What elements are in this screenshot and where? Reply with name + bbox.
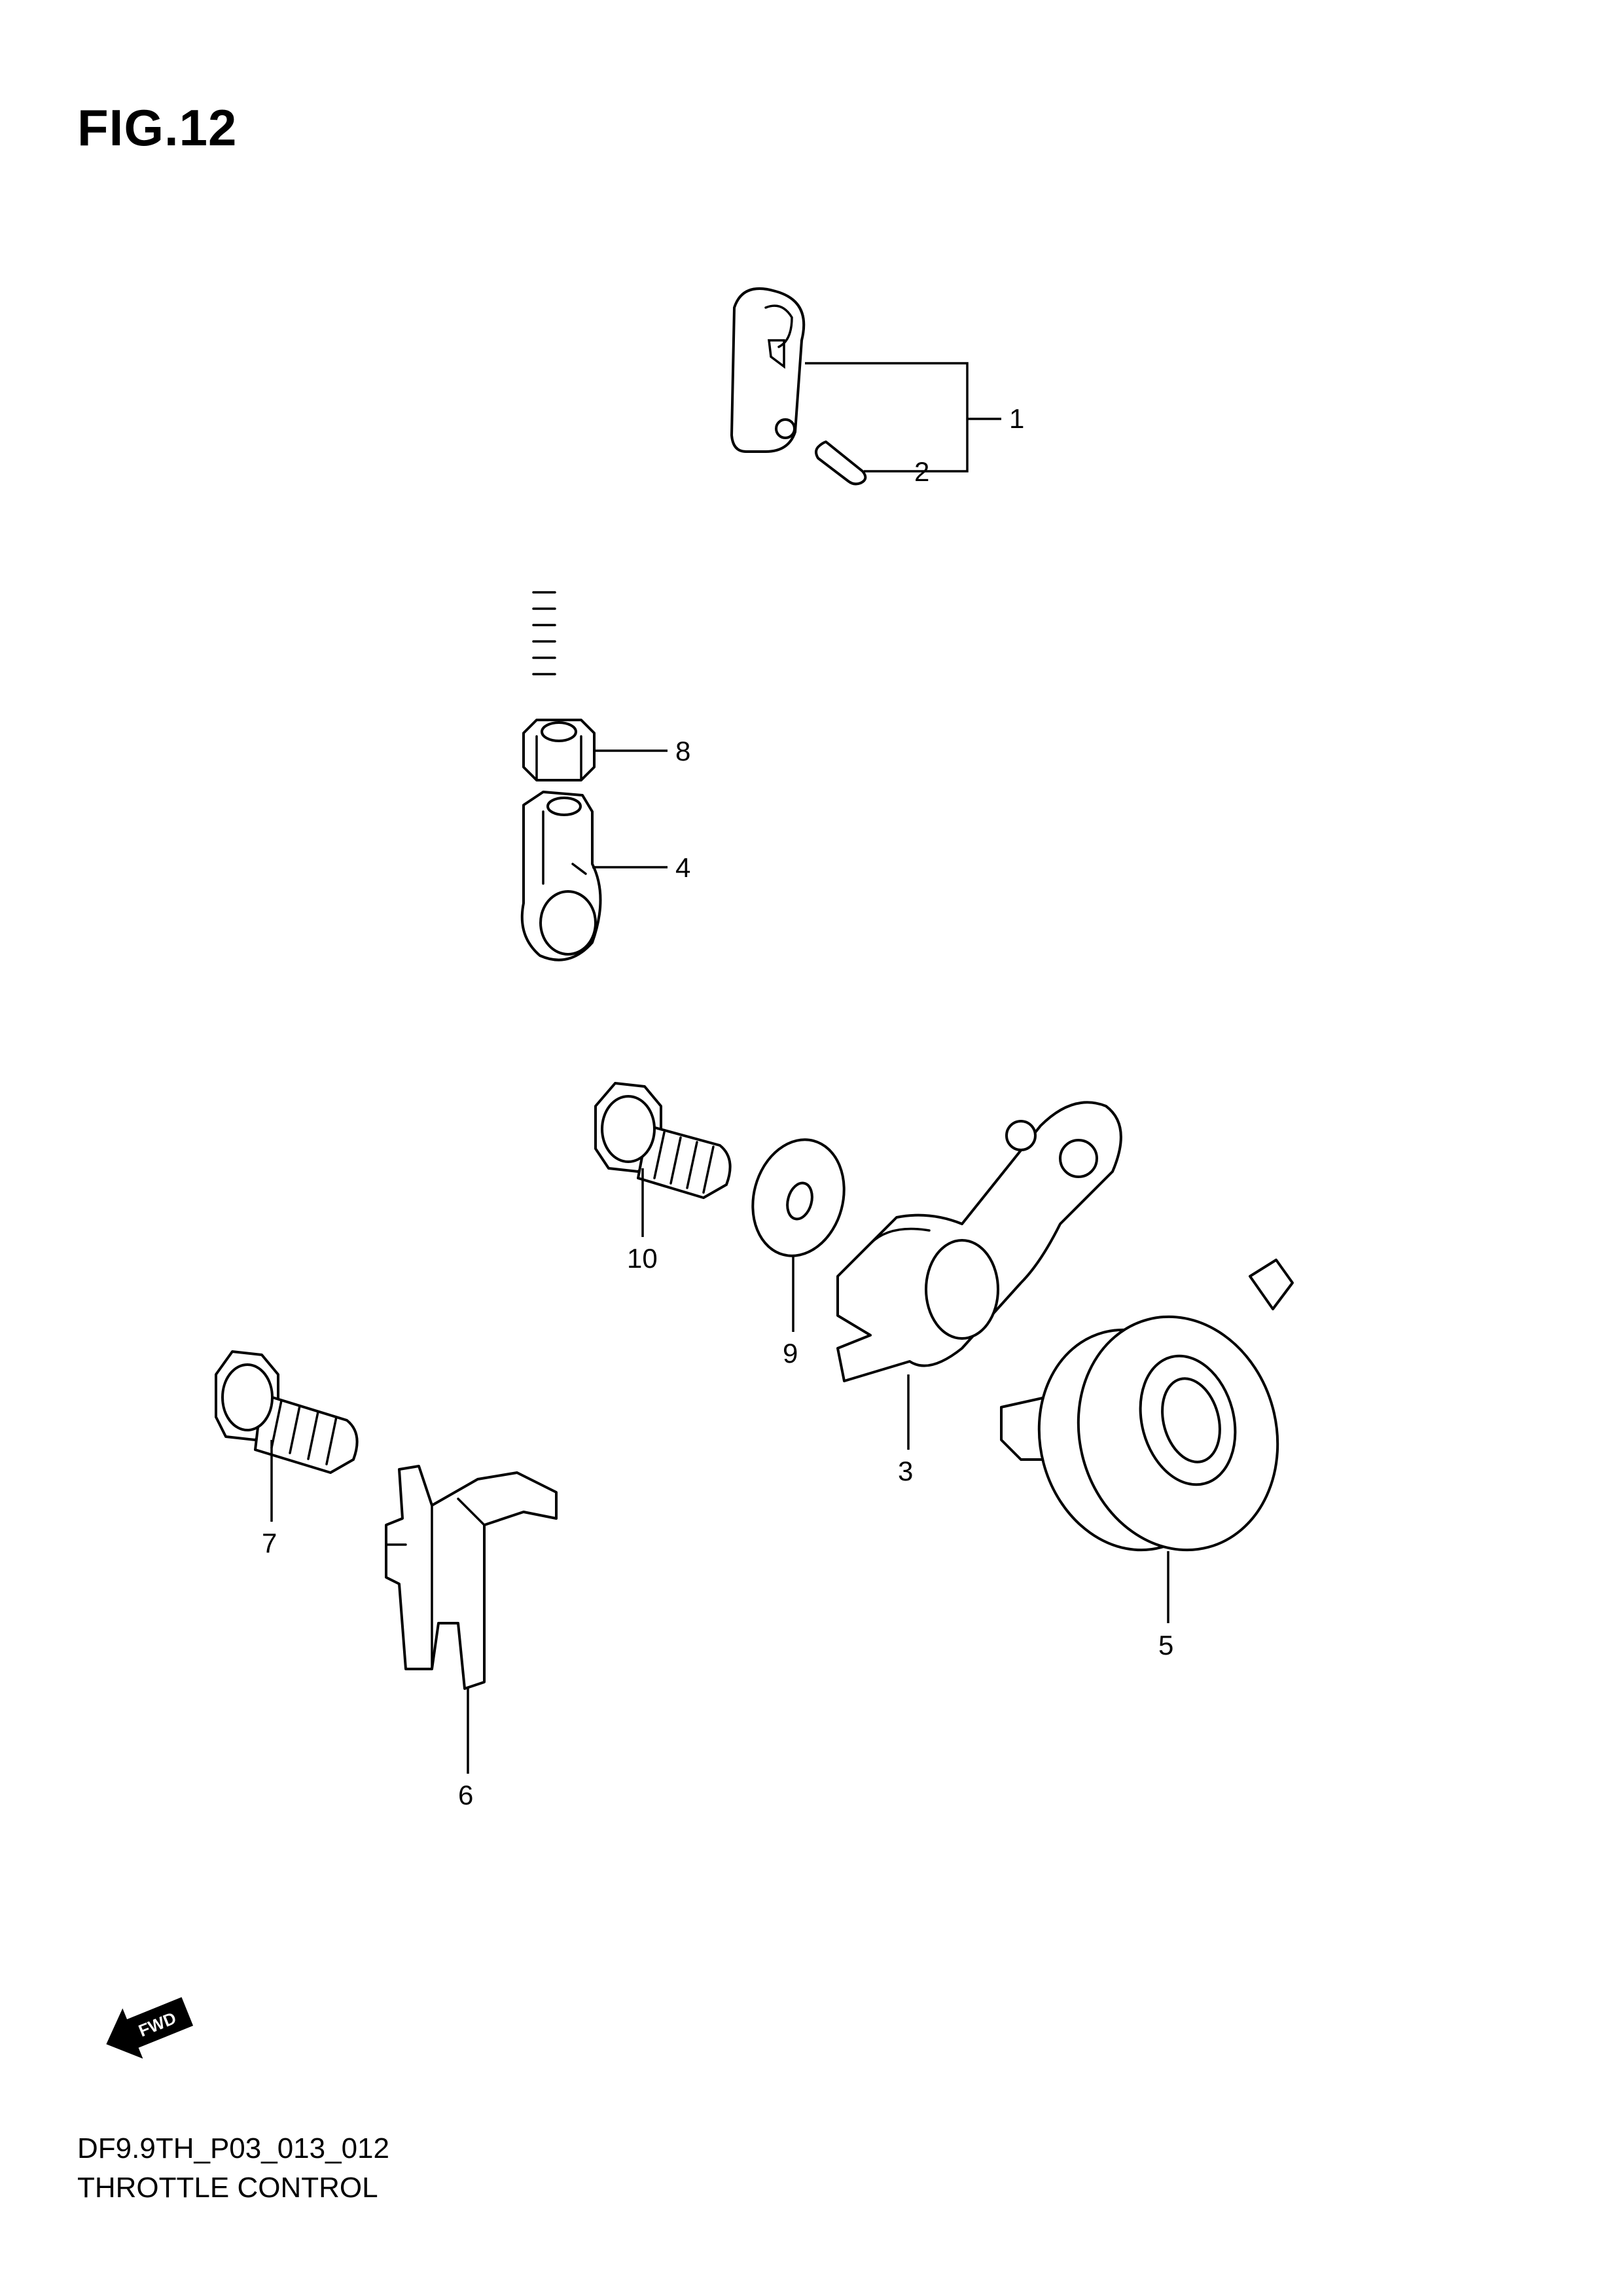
fwd-arrow-icon: FWD: [106, 1997, 194, 2059]
callout-2: 2: [914, 456, 929, 487]
callout-9: 9: [783, 1338, 798, 1369]
throttle-rod-part: [532, 287, 806, 697]
drawing-code: DF9.9TH_P03_013_012: [77, 2132, 389, 2164]
callout-3: 3: [898, 1456, 913, 1486]
throttle-arm-part: [836, 1101, 1122, 1382]
washer-part: [751, 1138, 846, 1257]
leader-lines: [270, 362, 1169, 1774]
callout-7: 7: [262, 1528, 277, 1558]
pin-part: [815, 440, 867, 486]
bracket-part: [385, 1465, 558, 1690]
callout-4: 4: [675, 852, 690, 883]
callout-1: 1: [1009, 403, 1024, 434]
callout-10: 10: [627, 1243, 658, 1274]
rod-end-part: [520, 791, 602, 961]
figure-title: FIG.12: [77, 99, 238, 156]
figure-caption: THROTTLE CONTROL: [77, 2172, 378, 2204]
bolt-part-10: [594, 1082, 732, 1199]
pulley-part: [1000, 1259, 1294, 1552]
callout-5: 5: [1158, 1630, 1173, 1660]
callout-6: 6: [458, 1780, 473, 1810]
bolt-part-7: [215, 1350, 359, 1474]
callout-8: 8: [675, 736, 690, 766]
nut-part: [522, 719, 596, 781]
